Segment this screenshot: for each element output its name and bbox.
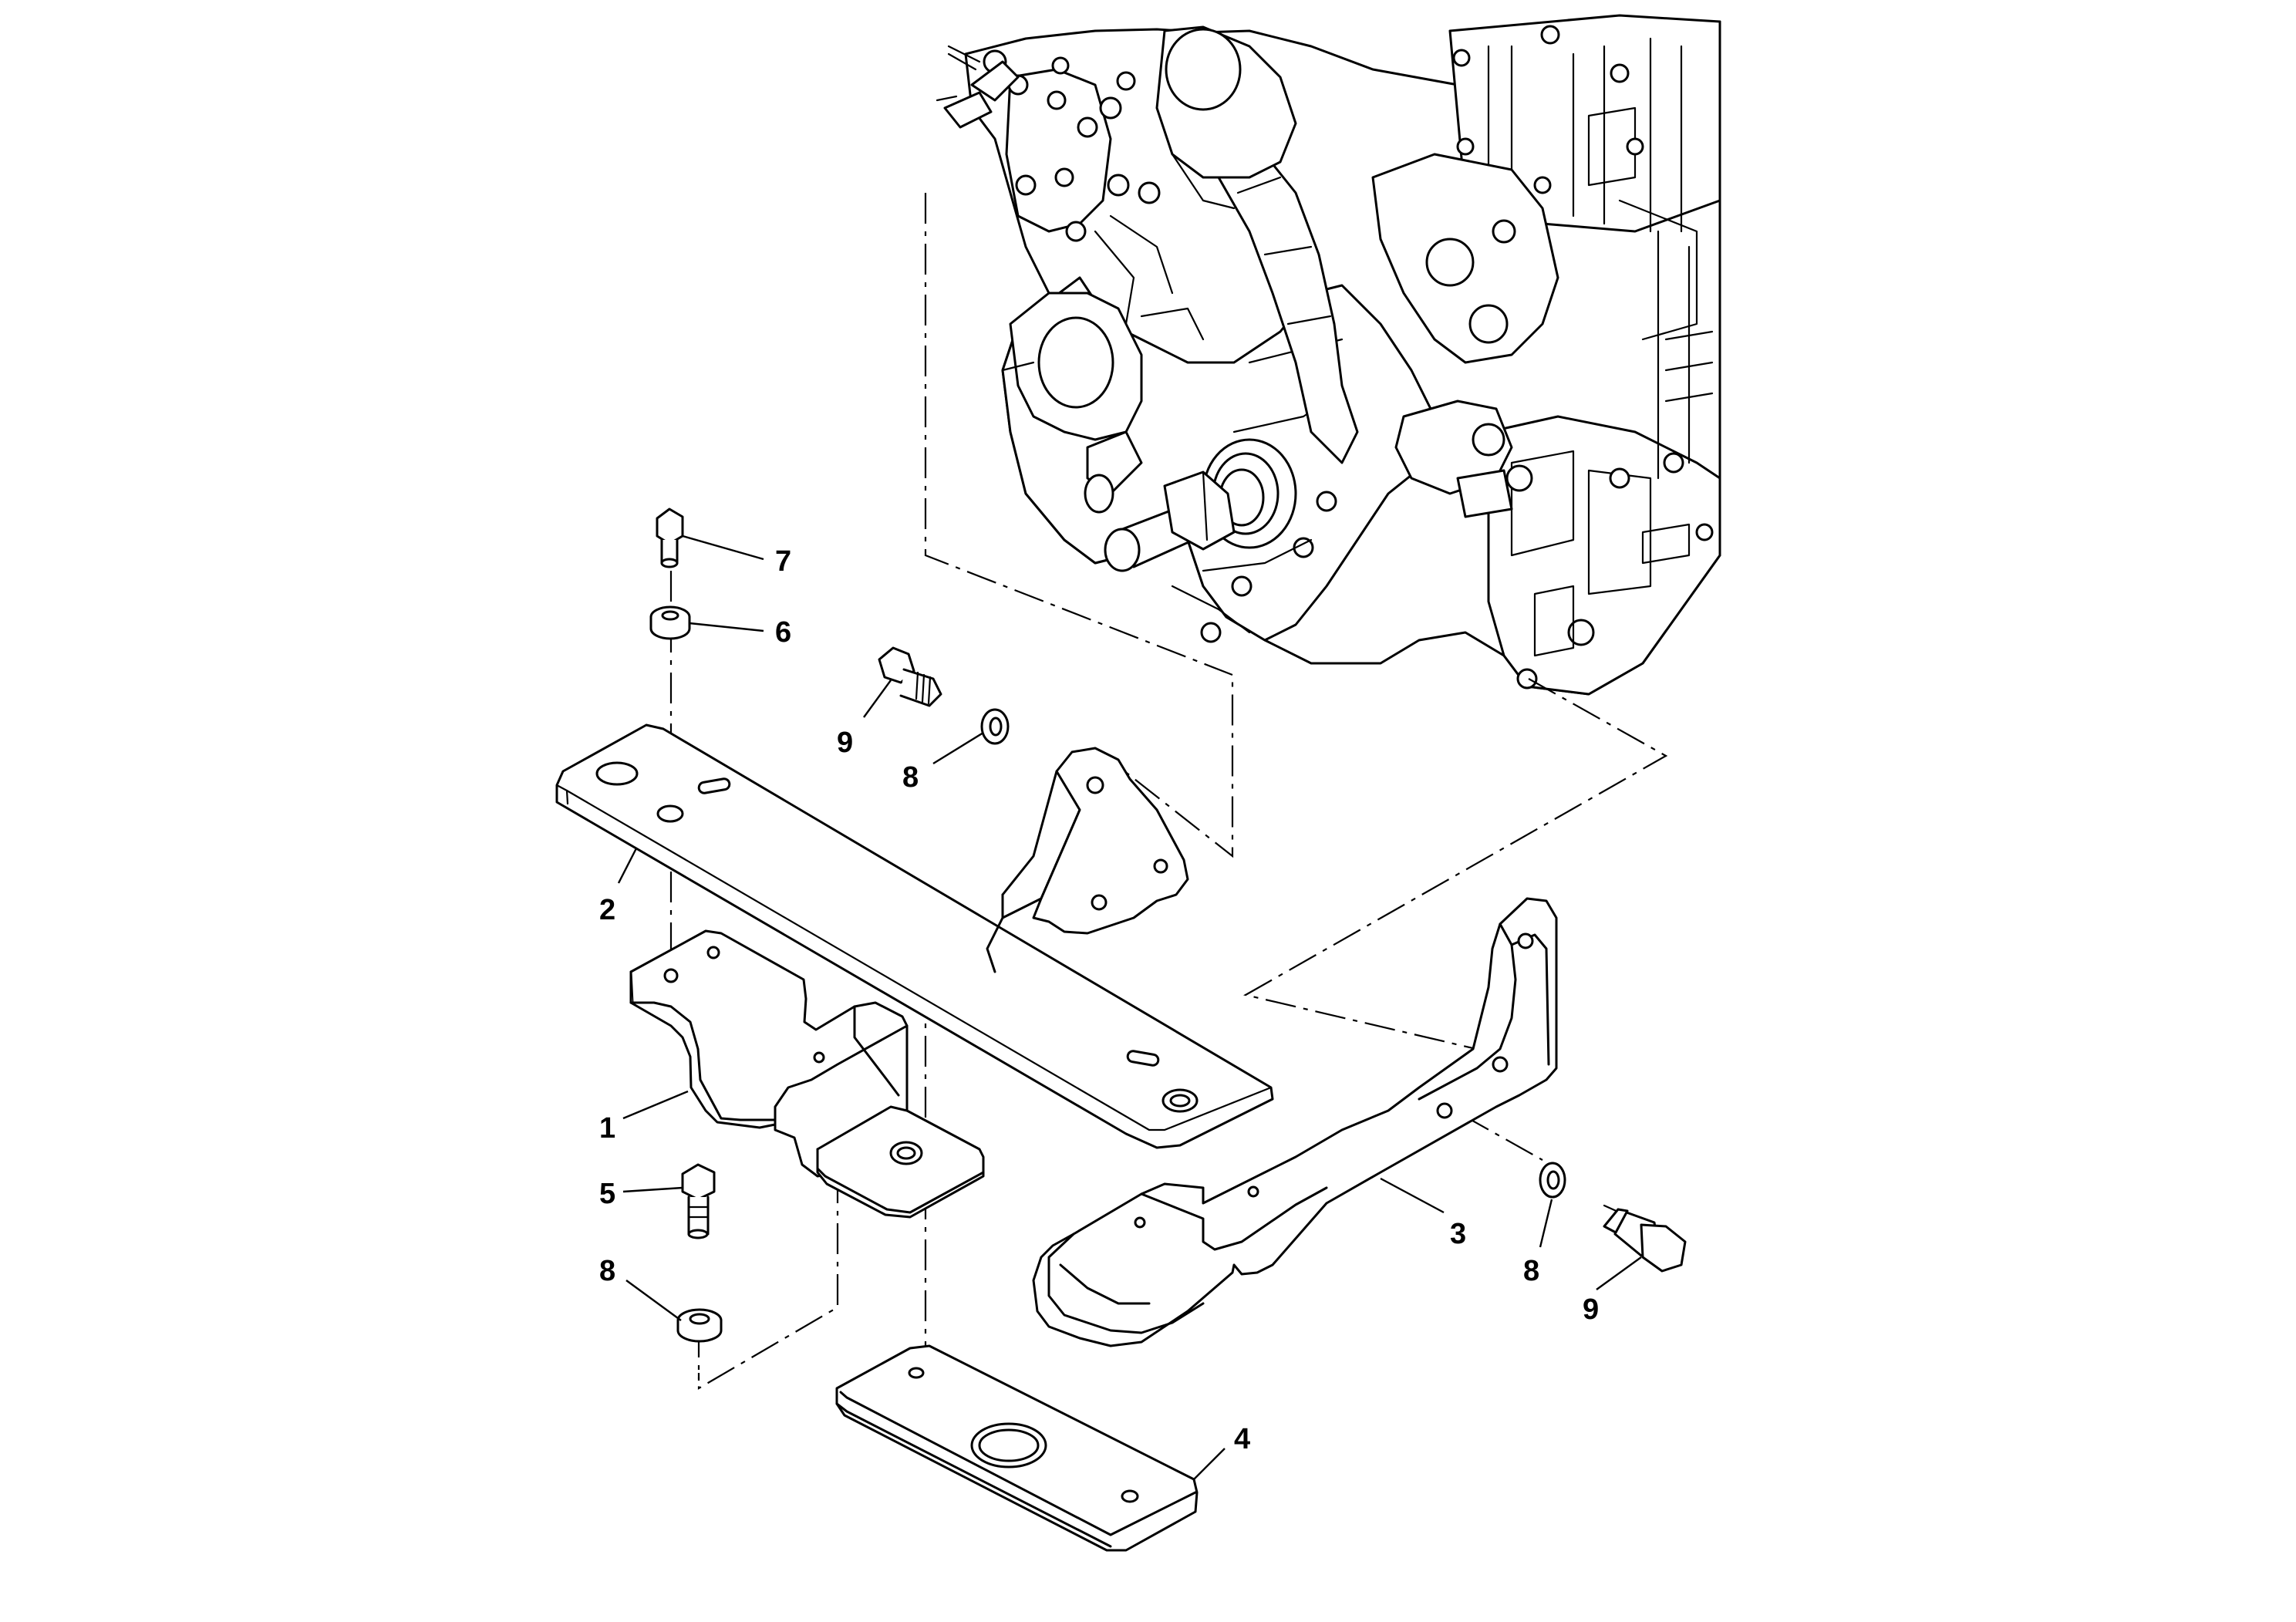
callout-4: 4	[1234, 1423, 1250, 1455]
callout-leaders	[617, 534, 1642, 1480]
washer-6	[649, 605, 691, 640]
callout-7: 7	[775, 545, 791, 578]
engine-block	[936, 14, 1721, 696]
callout-9-right: 9	[1583, 1293, 1599, 1326]
washer-8-right	[1539, 1162, 1566, 1199]
callout-8-upper: 8	[902, 761, 919, 794]
callout-3: 3	[1450, 1218, 1466, 1250]
callout-8-lower-left: 8	[599, 1255, 615, 1287]
bolt-9-right	[1603, 1204, 1687, 1273]
callout-labels: 7 6 9 8 2 1 5 8 3 4 8 9	[599, 545, 1599, 1455]
callout-1: 1	[599, 1112, 615, 1145]
bolt-9-upper	[878, 646, 942, 707]
part-4-base-plate	[835, 1344, 1199, 1552]
part-3-side-bracket	[1032, 897, 1558, 1347]
callout-8-right: 8	[1523, 1255, 1539, 1287]
bolt-5	[681, 1163, 716, 1239]
washer-8-lower-left	[676, 1308, 723, 1343]
bolt-7	[656, 508, 684, 568]
part-1-mounting-bracket	[629, 929, 985, 1219]
washer-8-upper	[980, 708, 1010, 745]
assembly-lines	[669, 193, 1668, 1390]
callout-5: 5	[599, 1178, 615, 1210]
callout-2: 2	[599, 894, 615, 926]
part-2-support-bracket	[555, 723, 1274, 1149]
callout-6: 6	[775, 616, 791, 649]
callout-9-upper: 9	[837, 727, 853, 759]
